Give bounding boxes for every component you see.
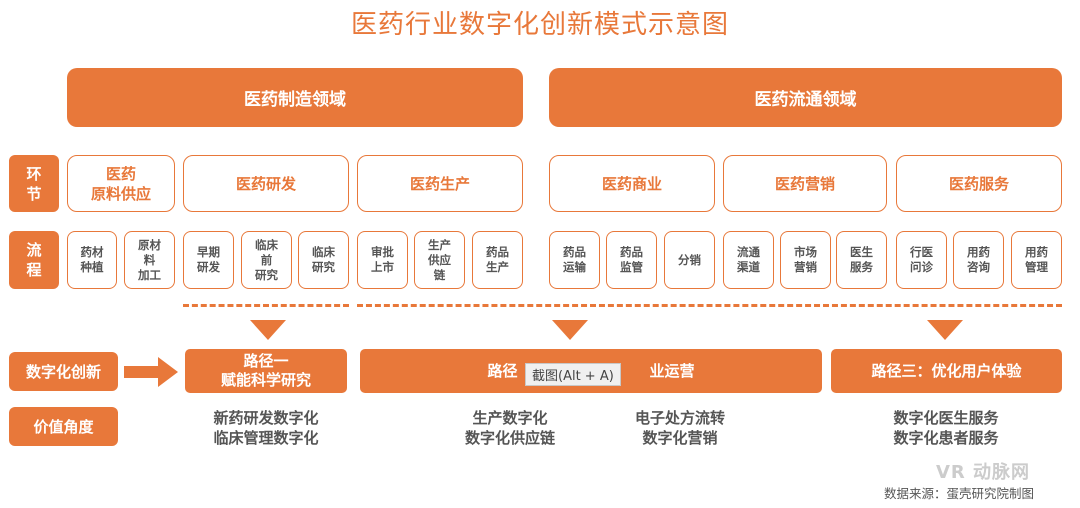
right-arrow-icon — [124, 357, 178, 387]
value-doctor-patient: 数字化医生服务 数字化患者服务 — [893, 409, 999, 447]
flow-preclinical: 临床 前 研究 — [241, 231, 292, 289]
flow-medication-management: 用药 管理 — [1011, 231, 1062, 289]
value-prescription-marketing: 电子处方流转 数字化营销 — [634, 409, 725, 447]
domain-manufacturing: 医药制造领域 — [67, 68, 523, 127]
value-rnd-clinical: 新药研发数字化 临床管理数字化 — [213, 409, 319, 447]
flow-early-research: 早期 研发 — [183, 231, 234, 289]
value-production-supply: 生产数字化 数字化供应链 — [464, 409, 555, 447]
path-two-label-right: 业运营 — [649, 361, 695, 380]
row-label-innovation: 数字化创新 — [9, 352, 118, 391]
stage-production: 医药生产 — [357, 155, 523, 212]
flow-approval: 审批 上市 — [357, 231, 408, 289]
flow-drug-production: 药品 生产 — [472, 231, 523, 289]
watermark-logo: VR 动脉网 — [936, 462, 1031, 483]
flow-material-processing: 原材 料 加工 — [124, 231, 175, 289]
row-label-value: 价值角度 — [9, 407, 118, 446]
down-arrow-icon — [552, 320, 588, 340]
stage-raw-material: 医药 原料供应 — [67, 155, 175, 212]
source-note: 数据来源：蛋壳研究院制图 — [884, 486, 1035, 501]
dashed-line-1 — [183, 304, 349, 307]
flow-transport: 药品 运输 — [549, 231, 600, 289]
screenshot-tooltip: 截图(Alt + A) — [525, 363, 621, 386]
stage-marketing: 医药营销 — [723, 155, 887, 212]
down-arrow-icon — [250, 320, 286, 340]
stage-service: 医药服务 — [896, 155, 1062, 212]
row-label-flow: 流 程 — [9, 231, 59, 289]
flow-medication-advice: 用药 咨询 — [953, 231, 1004, 289]
down-arrow-icon — [927, 320, 963, 340]
flow-supply-chain: 生产 供应 链 — [414, 231, 465, 289]
row-label-stage: 环 节 — [9, 155, 59, 212]
path-two-label-left: 路径 — [487, 361, 518, 380]
flow-herb-planting: 药材 种植 — [67, 231, 117, 289]
stage-rnd: 医药研发 — [183, 155, 349, 212]
flow-distribution: 分销 — [664, 231, 715, 289]
diagram-title: 医药行业数字化创新模式示意图 — [350, 10, 729, 40]
flow-regulation: 药品 监管 — [606, 231, 657, 289]
stage-commerce: 医药商业 — [549, 155, 715, 212]
path-three: 路径三：优化用户体验 — [831, 349, 1062, 393]
flow-consultation: 行医 问诊 — [896, 231, 947, 289]
path-one: 路径一 赋能科学研究 — [185, 349, 347, 393]
domain-distribution: 医药流通领域 — [549, 68, 1062, 127]
flow-doctor-service: 医生 服务 — [836, 231, 887, 289]
flow-channels: 流通 渠道 — [723, 231, 774, 289]
flow-clinical: 临床 研究 — [298, 231, 349, 289]
flow-market-marketing: 市场 营销 — [780, 231, 831, 289]
dashed-line-2 — [357, 304, 1062, 307]
